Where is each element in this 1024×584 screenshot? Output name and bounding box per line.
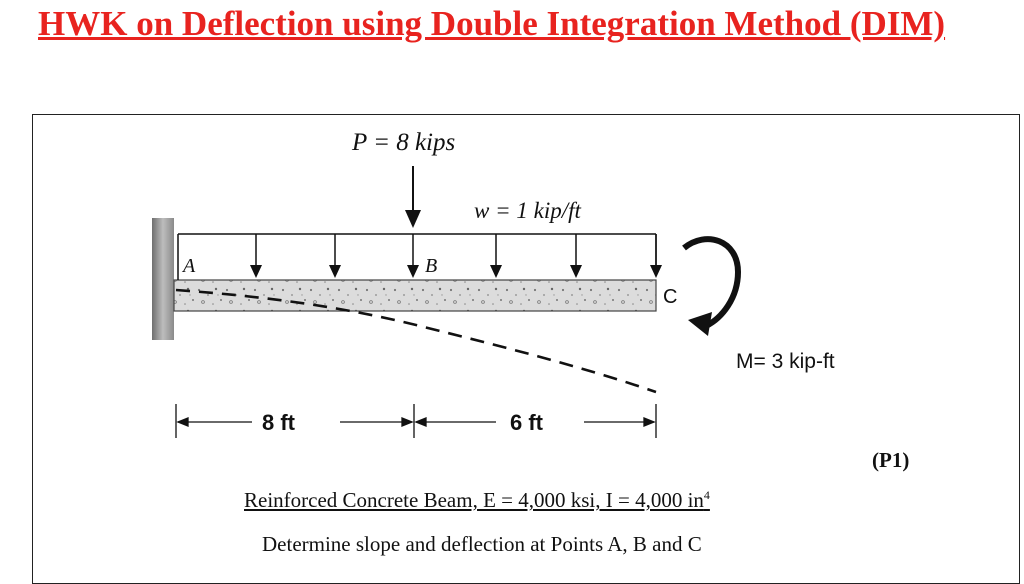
dimension-line xyxy=(175,404,657,438)
task-text: Determine slope and deflection at Points… xyxy=(262,532,702,556)
point-load-arrow xyxy=(405,166,421,228)
distributed-load xyxy=(177,233,662,280)
moment-label: M= 3 kip-ft xyxy=(736,350,835,373)
span-1-label: 8 ft xyxy=(262,410,296,435)
moment-arrow xyxy=(682,236,742,336)
given-data: Reinforced Concrete Beam, E = 4,000 ksi,… xyxy=(244,488,710,513)
span-2-label: 6 ft xyxy=(510,410,544,435)
distributed-load-label: w = 1 kip/ft xyxy=(474,198,581,223)
point-b-label: B xyxy=(425,255,437,277)
problem-tag: (P1) xyxy=(872,448,910,472)
page-title: HWK on Deflection using Double Integrati… xyxy=(38,4,946,43)
deflected-shape xyxy=(175,288,657,394)
concrete-beam xyxy=(173,279,657,312)
fixed-support-wall xyxy=(152,218,174,340)
point-c-label: C xyxy=(663,286,677,308)
point-a-label: A xyxy=(181,255,196,277)
beam-diagram: P = 8 kips w = 1 kip/ft A B C M= 3 kip-f… xyxy=(152,129,835,438)
point-load-label: P = 8 kips xyxy=(351,129,455,156)
given-exponent: 4 xyxy=(703,488,710,502)
given-text: Reinforced Concrete Beam, E = 4,000 ksi,… xyxy=(244,488,704,512)
